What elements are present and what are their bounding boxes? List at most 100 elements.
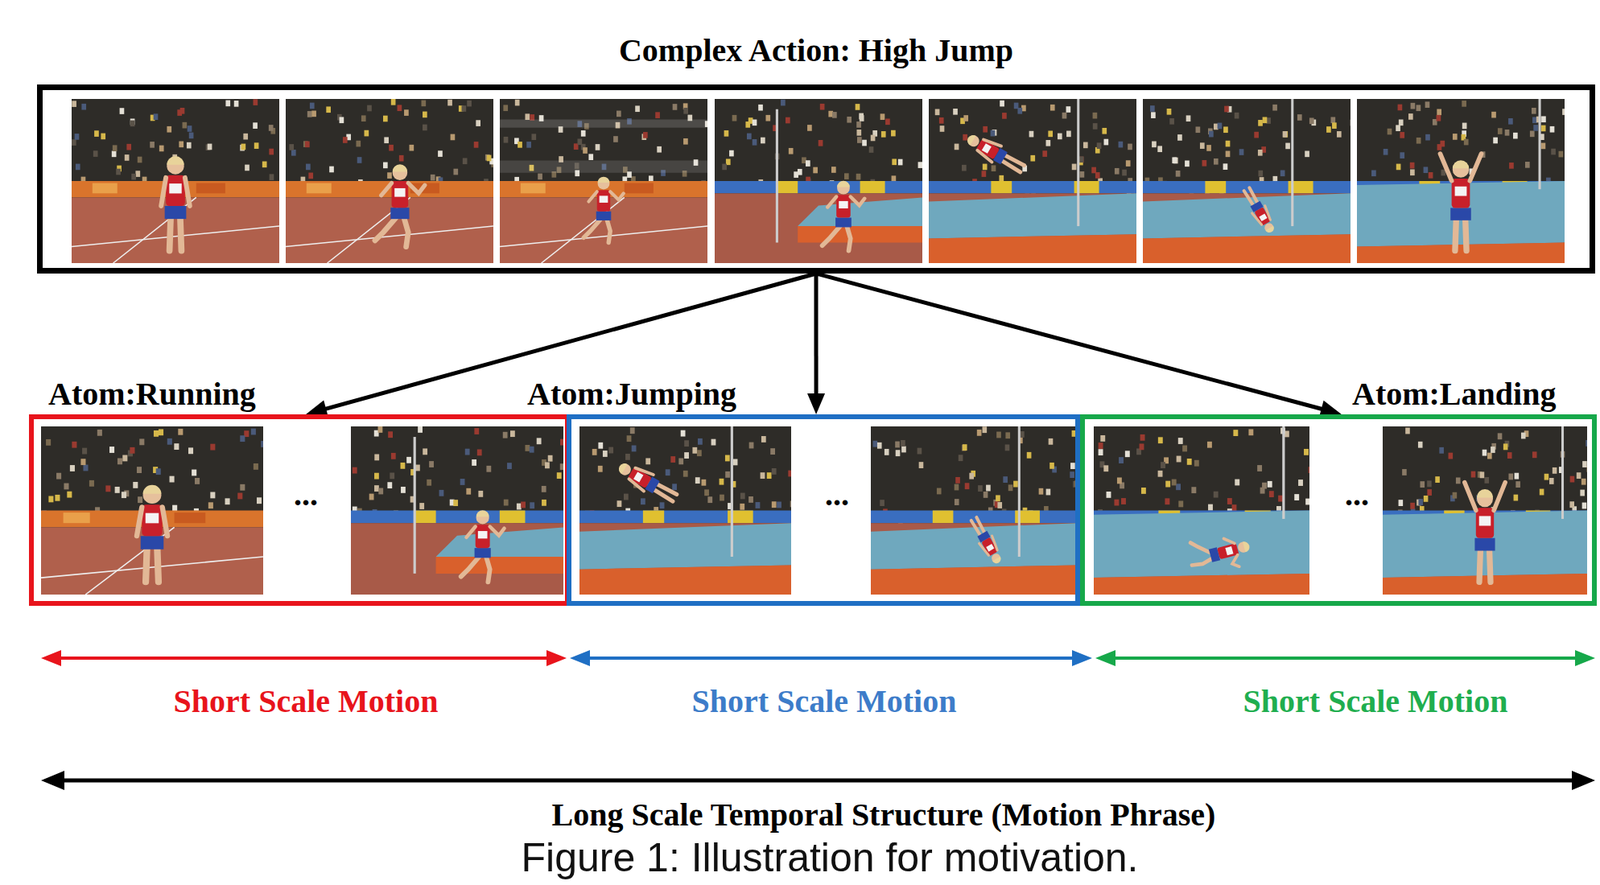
frame-detail [1225,151,1231,158]
frame-detail [1057,133,1063,141]
frame-detail [1309,117,1315,124]
frame-detail [311,111,317,118]
frame-detail [507,462,512,470]
frame-detail [1202,160,1208,167]
frame-detail [1244,190,1254,207]
frame-detail [846,116,852,124]
frame-detail [1125,450,1130,458]
frame-detail [732,115,738,122]
frame-detail [74,133,80,141]
frame-detail [436,556,564,574]
frame-detail [499,98,708,264]
frame-detail [928,98,1137,264]
frame-detail [1207,441,1213,449]
frame-detail [369,494,375,501]
arrow-head [1575,650,1596,667]
frame-detail [156,468,161,475]
frame-detail [387,431,393,438]
frame-detail [1194,460,1200,467]
frame-detail [837,181,850,188]
frame-detail [767,472,772,479]
frame-detail [503,104,508,112]
frame-detail [861,140,867,147]
frame-detail [760,472,766,479]
frame-detail [869,146,875,153]
frame-detail [936,488,942,495]
frame-detail [1121,498,1126,505]
frame-detail [579,511,792,524]
frame-detail [1399,152,1405,159]
frame-detail [1118,457,1124,464]
frame-detail [919,461,924,469]
frame-detail [740,493,746,500]
frame-detail [989,536,1000,551]
frame-detail [1046,140,1052,147]
frame-detail [1570,476,1576,483]
frame-detail [381,183,392,196]
scale-label: Long Scale Temporal Structure (Motion Ph… [552,796,1217,834]
frame-detail [1232,429,1238,437]
frame-detail [503,499,509,507]
frame-detail [964,482,970,490]
action-box: Atom:Landing [1080,414,1597,607]
frame-detail [1408,113,1414,120]
frame-detail [1532,451,1538,458]
frame-detail [1303,449,1309,456]
frame-detail [1558,151,1564,158]
frame-detail [173,443,179,450]
frame-detail [1178,500,1184,508]
box-heading: Atom:Jumping [527,375,737,413]
frame-detail [66,491,72,499]
frame-detail [1285,143,1291,150]
frame-detail [517,141,523,149]
scale-label: Short Scale Motion [173,683,439,721]
frame-detail [1208,131,1214,138]
frame-detail [758,104,763,112]
frame-detail [797,226,923,243]
frame-detail [153,430,159,438]
frame-detail [579,523,792,570]
frame-detail [975,150,994,163]
frame-detail [1187,458,1192,466]
frame-detail [1336,131,1342,138]
frame-detail [1416,104,1422,112]
frame-detail [1505,129,1510,137]
frame-detail [1423,166,1429,174]
frame-detail [643,511,664,524]
frame-detail [1482,449,1488,457]
frame-detail [870,135,876,142]
frame-detail [635,105,640,112]
frame-detail [898,159,904,166]
frame-detail [683,107,689,115]
frame-detail [812,167,818,174]
frame-detail [656,146,662,153]
frame-detail [387,172,392,179]
frame-detail [465,526,475,537]
frame-detail [860,181,886,194]
frame-detail [71,100,77,108]
frame-detail [82,465,88,472]
frame-detail [115,486,120,494]
frame-detail [279,171,285,178]
frame-detail [1552,467,1558,475]
frame-detail [1002,476,1008,483]
frame-detail [597,442,603,450]
frame-detail [1141,487,1147,495]
frame-detail [478,531,488,539]
frame-detail [1418,498,1423,506]
frame-detail [383,115,388,123]
frame-detail [560,463,565,471]
frame-detail [964,132,976,145]
frame-detail [486,155,492,162]
frame-detail [992,556,1003,566]
frame-detail [136,485,168,582]
frame-detail [1491,111,1497,119]
frame-detail [374,473,380,480]
frame-detail [1541,125,1547,132]
frame-detail [1304,151,1310,158]
frame-detail [616,111,622,118]
frame-detail [237,493,243,500]
frame-detail [1533,124,1539,132]
frame-detail [704,489,710,496]
